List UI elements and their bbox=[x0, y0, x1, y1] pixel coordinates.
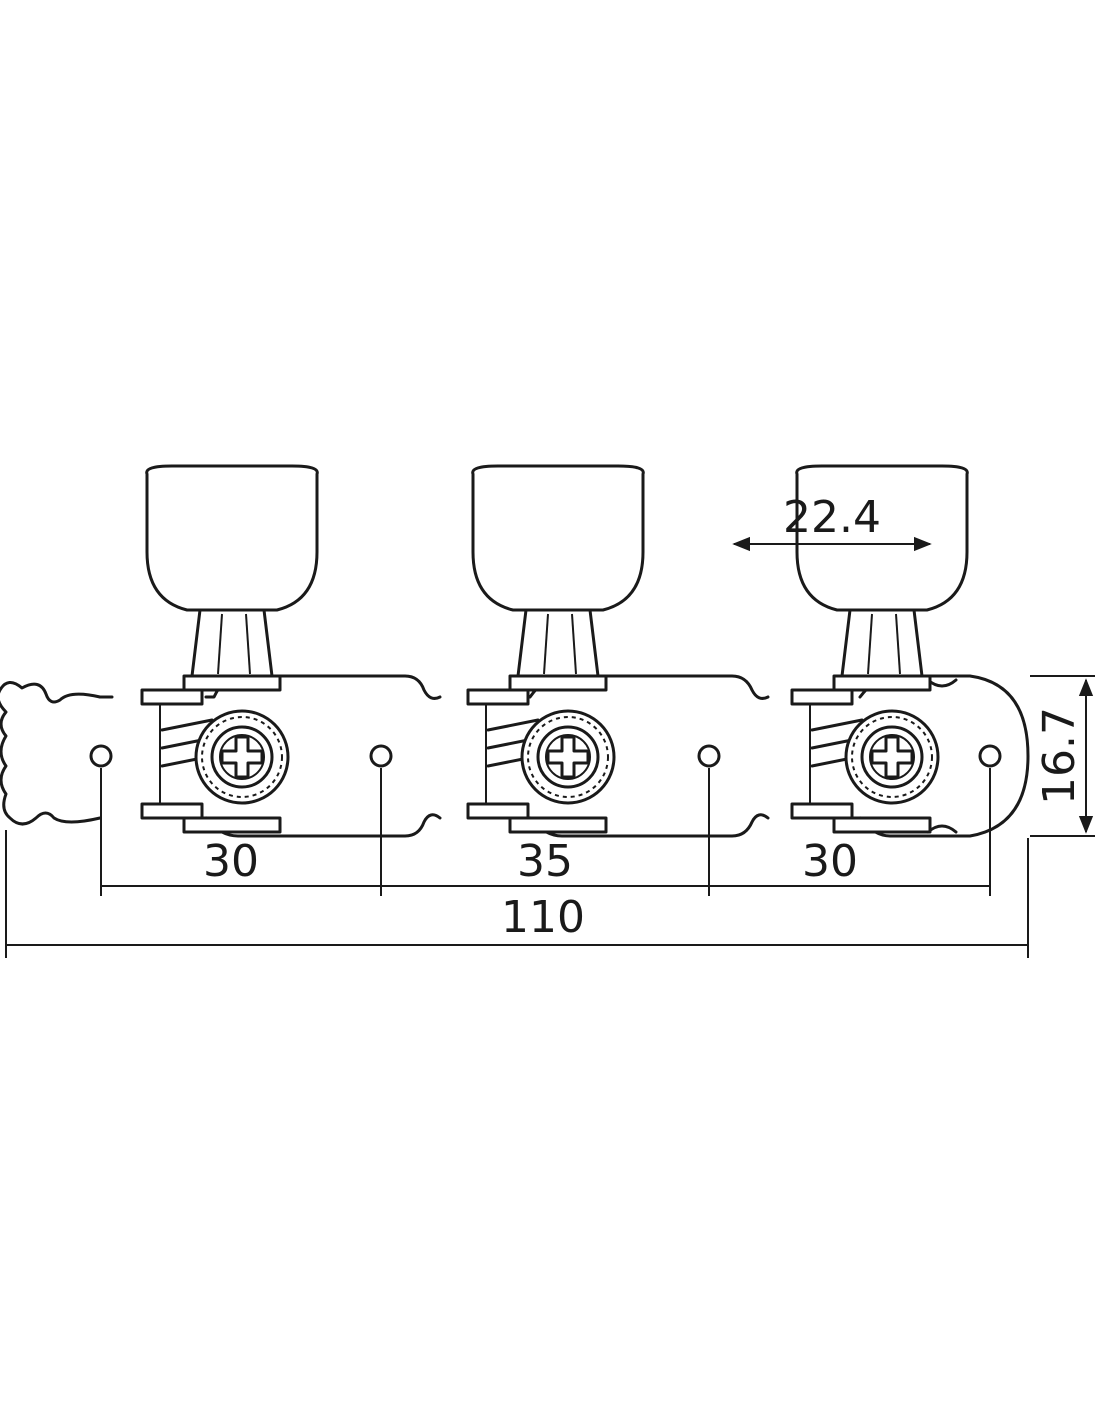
tuner-assembly-1 bbox=[140, 464, 319, 834]
dimension-plate-height: 16.7 bbox=[1034, 678, 1094, 834]
knob-width-label: 22.4 bbox=[783, 492, 881, 543]
tuner-assembly-2 bbox=[466, 464, 645, 834]
plate-height-label: 16.7 bbox=[1034, 707, 1085, 805]
mounting-hole-2 bbox=[369, 744, 393, 768]
decorative-end-left bbox=[0, 681, 102, 826]
spacing-right-label: 30 bbox=[802, 836, 858, 887]
dimension-overall-length: 110 bbox=[6, 892, 1028, 946]
extension-lines bbox=[5, 675, 1095, 958]
mounting-hole-3 bbox=[697, 744, 721, 768]
mounting-hole-1 bbox=[89, 744, 113, 768]
mounting-holes bbox=[89, 744, 1002, 768]
mounting-hole-4 bbox=[978, 744, 1002, 768]
overall-length-label: 110 bbox=[501, 892, 585, 943]
spacing-left-label: 30 bbox=[203, 836, 259, 887]
dimension-knob-width: 22.4 bbox=[732, 492, 932, 552]
spacing-middle-label: 35 bbox=[517, 836, 573, 887]
dimension-spacing: 30 35 30 bbox=[101, 836, 990, 887]
